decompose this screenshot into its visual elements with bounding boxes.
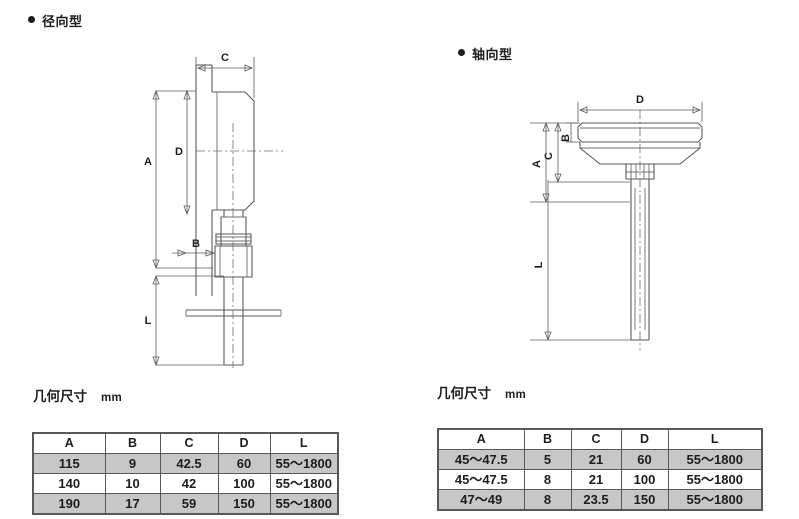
right-dimension-table: A B C D L 45～47.5 5 21 60 55～1800 45～47.…: [437, 428, 763, 511]
dim-label-a-axial: A: [531, 160, 543, 168]
cell-a: 190: [32, 493, 106, 515]
cell-c: 21: [570, 449, 622, 470]
cell-l: 55～1800: [269, 473, 339, 494]
cell-l: 55～1800: [667, 489, 763, 511]
cell-c: 42: [159, 473, 219, 494]
dim-label-a-radial: A: [144, 156, 152, 168]
column-header-c: C: [570, 428, 622, 450]
dim-label-c-axial: C: [543, 152, 555, 160]
right-table-heading: 几何尺寸 mm: [437, 382, 526, 402]
dim-label-d-axial: D: [636, 94, 644, 106]
cell-b: 9: [104, 453, 161, 474]
left-table-heading: 几何尺寸 mm: [33, 385, 122, 405]
cell-d: 150: [620, 489, 669, 511]
dim-label-d-radial: D: [175, 146, 183, 158]
left-dimension-table: A B C D L 115 9 42.5 60 55～1800 140 10 4…: [32, 432, 339, 515]
cell-d: 60: [620, 449, 669, 470]
column-header-l: L: [667, 428, 763, 450]
cell-c: 23.5: [570, 489, 622, 511]
cell-b: 8: [523, 469, 572, 490]
cell-b: 8: [523, 489, 572, 511]
cell-b: 5: [523, 449, 572, 470]
right-table-unit: mm: [505, 389, 527, 401]
cell-l: 55～1800: [269, 453, 339, 474]
section-title-axial-label: 轴向型: [472, 47, 513, 62]
cell-d: 100: [620, 469, 669, 490]
table-header-row: A B C D L: [32, 432, 339, 454]
column-header-a: A: [437, 428, 525, 450]
column-header-c: C: [159, 432, 219, 454]
cell-a: 45～47.5: [437, 469, 525, 490]
table-header-row: A B C D L: [437, 428, 763, 450]
dim-label-l-radial: L: [145, 315, 152, 327]
axial-drawing-svg: D B C A L: [530, 94, 703, 350]
cell-d: 150: [217, 493, 271, 515]
right-table-heading-label: 几何尺寸: [437, 386, 491, 401]
section-title-axial: 轴向型: [458, 44, 513, 63]
column-header-a: A: [32, 432, 106, 454]
dim-label-c-radial: C: [221, 52, 229, 64]
cell-a: 47～49: [437, 489, 525, 511]
cell-d: 60: [217, 453, 271, 474]
table-row: 115 9 42.5 60 55～1800: [32, 453, 339, 474]
cell-d: 100: [217, 473, 271, 494]
dim-label-b-radial: B: [192, 238, 200, 250]
cell-c: 59: [159, 493, 219, 515]
radial-drawing-svg: C A D B L: [144, 52, 283, 368]
table-row: 45～47.5 5 21 60 55～1800: [437, 449, 763, 470]
table-row: 47～49 8 23.5 150 55～1800: [437, 489, 763, 511]
bullet-icon: [458, 49, 465, 56]
left-table-unit: mm: [101, 392, 123, 404]
cell-l: 55～1800: [269, 493, 339, 515]
cell-c: 42.5: [159, 453, 219, 474]
radial-type-drawing: C A D B L: [0, 28, 400, 368]
column-header-l: L: [269, 432, 339, 454]
table-row: 45～47.5 8 21 100 55～1800: [437, 469, 763, 490]
cell-b: 17: [104, 493, 161, 515]
column-header-b: B: [104, 432, 161, 454]
cell-b: 10: [104, 473, 161, 494]
column-header-d: D: [620, 428, 669, 450]
column-header-b: B: [523, 428, 572, 450]
axial-type-drawing: D B C A L: [430, 60, 799, 360]
cell-a: 45～47.5: [437, 449, 525, 470]
section-title-radial-label: 径向型: [42, 14, 83, 29]
left-table-heading-label: 几何尺寸: [33, 389, 87, 404]
cell-l: 55～1800: [667, 469, 763, 490]
cell-l: 55～1800: [667, 449, 763, 470]
cell-c: 21: [570, 469, 622, 490]
cell-a: 115: [32, 453, 106, 474]
table-row: 140 10 42 100 55～1800: [32, 473, 339, 494]
cell-a: 140: [32, 473, 106, 494]
dim-label-l-axial: L: [533, 261, 545, 268]
section-title-radial: 径向型: [28, 11, 83, 30]
table-row: 190 17 59 150 55～1800: [32, 493, 339, 515]
bullet-icon: [28, 16, 35, 23]
dim-label-b-axial: B: [560, 134, 572, 142]
column-header-d: D: [217, 432, 271, 454]
